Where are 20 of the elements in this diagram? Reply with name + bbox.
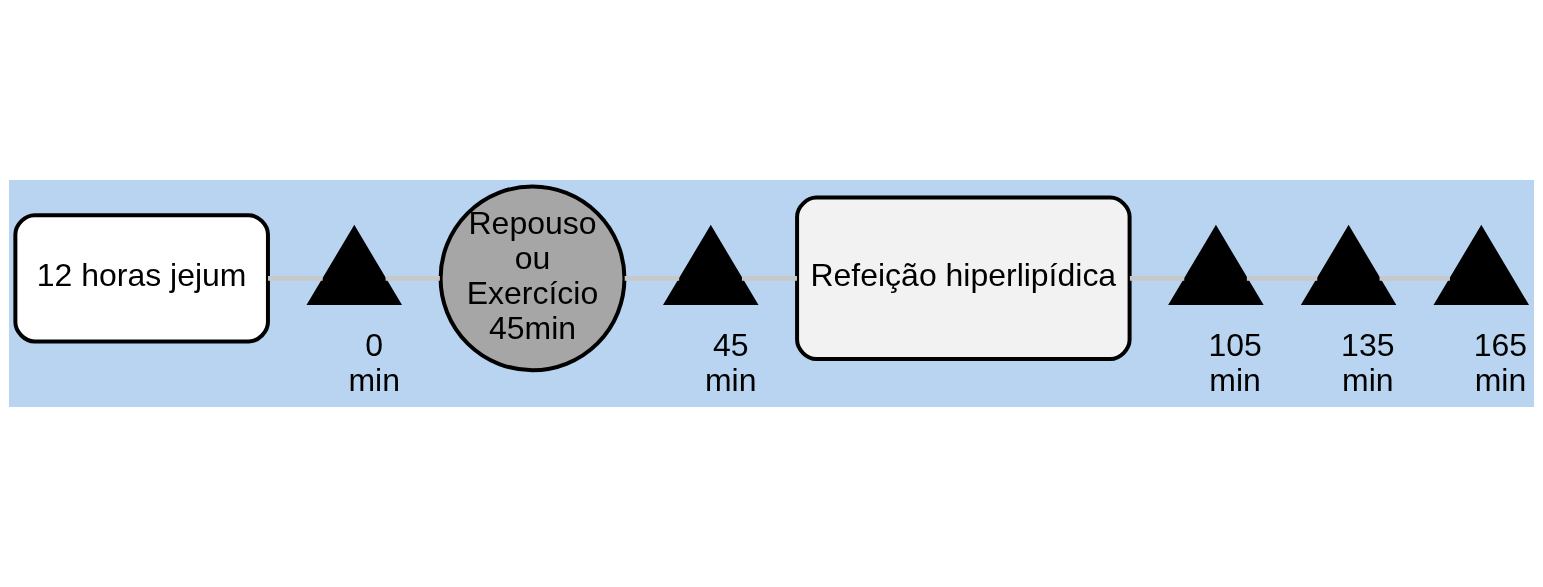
node-box: Refeição hiperlipídica xyxy=(795,195,1132,362)
node-circle: Repouso ou Exercício 45min xyxy=(438,184,627,373)
node-triangle xyxy=(1168,224,1264,306)
node-triangle xyxy=(1300,224,1397,306)
node-box: 12 horas jejum xyxy=(13,213,270,344)
node-label: 45 min xyxy=(704,326,757,399)
node-label: 165 min xyxy=(1473,326,1528,399)
node-triangle xyxy=(663,224,759,306)
connector xyxy=(624,275,680,281)
connector xyxy=(1379,275,1450,281)
connector xyxy=(268,275,323,281)
connector xyxy=(1129,275,1185,281)
connector xyxy=(385,275,440,281)
node-label: 0 min xyxy=(348,326,401,399)
node-label: 105 min xyxy=(1208,326,1262,399)
connector xyxy=(1246,275,1318,281)
node-label: 135 min xyxy=(1341,326,1395,399)
node-triangle xyxy=(1433,224,1530,306)
node-triangle xyxy=(306,224,403,306)
connector xyxy=(741,275,797,281)
